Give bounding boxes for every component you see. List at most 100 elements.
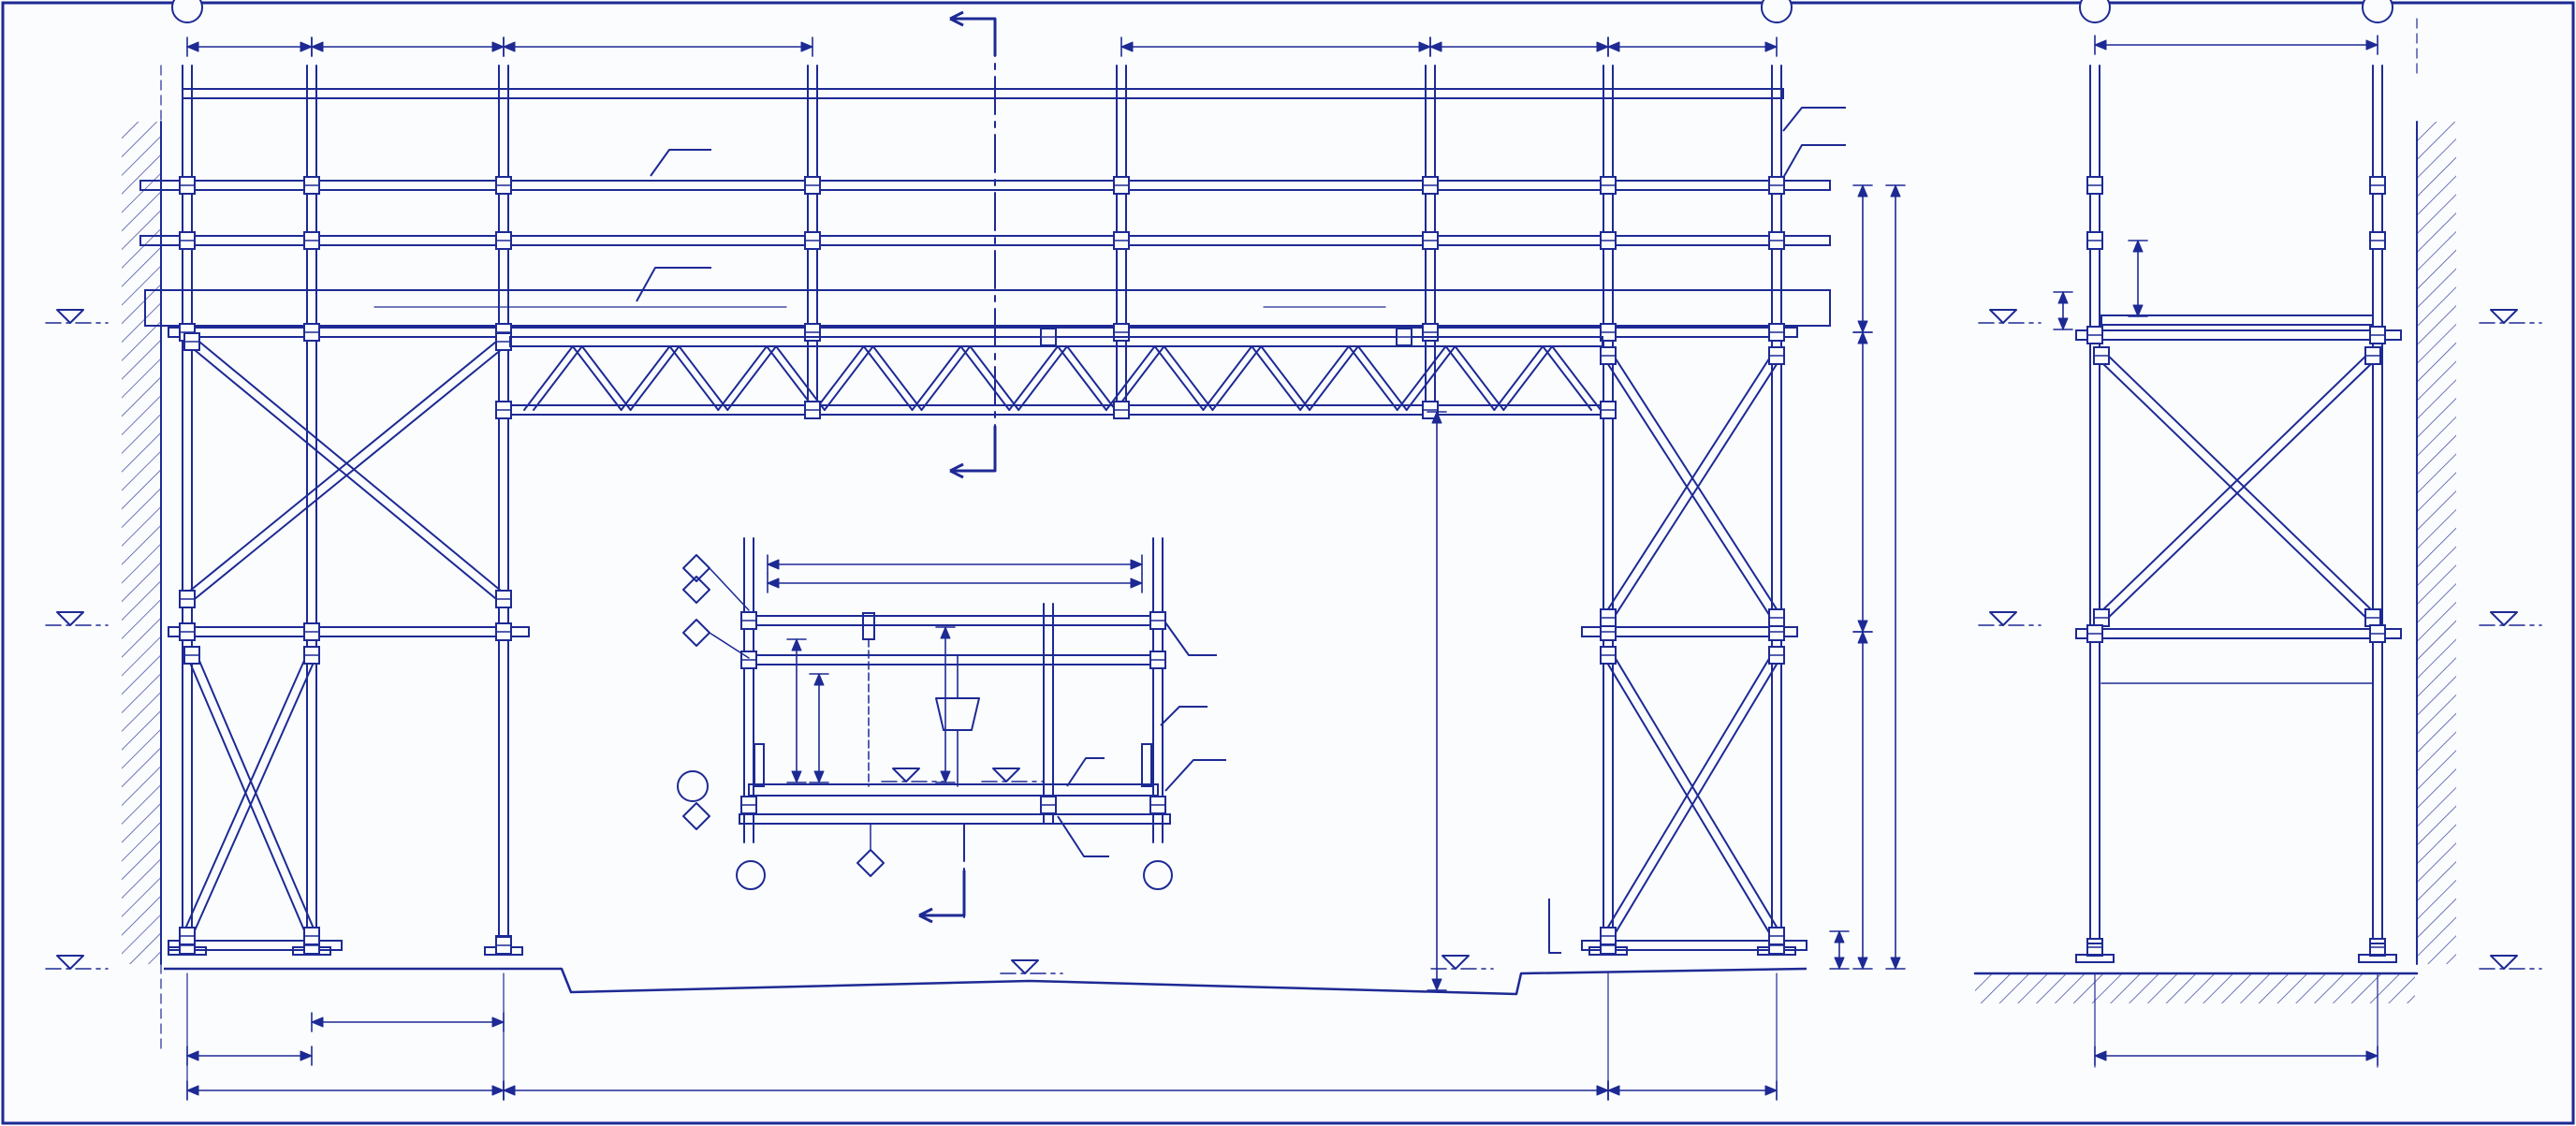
dimension-arrow <box>1431 978 1442 991</box>
truss-web <box>1105 345 1156 411</box>
leader-line <box>1782 144 1846 179</box>
side-brace <box>2097 358 2371 622</box>
diagonal-brace <box>1611 656 1782 940</box>
truss-web <box>871 345 923 411</box>
leader-line <box>650 149 711 177</box>
leader-line <box>1548 899 1561 954</box>
diagonal-brace <box>187 344 502 604</box>
detail-hopper <box>935 697 980 731</box>
diagonal-brace <box>194 337 508 597</box>
guard-rail <box>139 180 1831 191</box>
base-jack <box>2086 943 2103 956</box>
truss-web <box>1057 345 1107 411</box>
section-arrow-head <box>949 462 964 479</box>
dimension-arrow <box>503 1085 516 1096</box>
diagonal-brace <box>189 344 508 604</box>
leader-line <box>1782 107 1846 132</box>
diagonal-brace <box>1611 352 1782 617</box>
truss-web <box>1396 345 1447 411</box>
dimension-arrow <box>767 559 780 570</box>
level-triangle <box>2490 309 2518 324</box>
diagonal-brace <box>183 337 502 597</box>
detail-ledger <box>739 813 1171 825</box>
side-deck-board <box>2100 314 2374 326</box>
dimension-arrow <box>2094 39 2107 51</box>
truss-web <box>1347 345 1398 411</box>
section-arrows <box>918 10 997 924</box>
dimension-arrow <box>1857 957 1868 970</box>
section-arrow-head <box>918 907 933 924</box>
side-elevation-view <box>2053 0 2402 1066</box>
base-jack <box>2369 943 2386 956</box>
deck-ledger <box>168 327 1798 338</box>
truss-web <box>629 345 681 411</box>
dimension-arrow <box>2094 1050 2107 1061</box>
truss-web <box>533 345 583 411</box>
level-triangle <box>56 309 84 324</box>
truss-web <box>911 345 962 411</box>
top-rail <box>182 88 1784 99</box>
dimension-arrow <box>1764 41 1778 52</box>
truss-web <box>1299 345 1350 411</box>
dimension-arrow <box>1607 1085 1620 1096</box>
level-triangle <box>1011 959 1039 974</box>
truss-web <box>823 345 874 411</box>
side-ledger <box>2075 329 2402 341</box>
truss-web <box>1493 345 1544 411</box>
truss-web <box>1356 345 1408 411</box>
truss-web <box>1114 345 1165 411</box>
dimension-arrow <box>311 41 324 52</box>
ledger <box>168 626 530 637</box>
truss-web <box>678 345 729 411</box>
truss-web <box>920 345 972 411</box>
dimension-arrow <box>1429 41 1442 52</box>
dimension-arrow <box>1596 41 1609 52</box>
dimension-arrow <box>940 770 951 783</box>
truss-web <box>571 345 622 411</box>
diagonal-brace <box>1603 357 1774 621</box>
dimension-arrow <box>1764 1085 1778 1096</box>
truss-web <box>1542 345 1592 411</box>
dimension-arrow <box>767 578 780 589</box>
truss-web <box>766 345 816 411</box>
dimension-arrow <box>813 673 825 686</box>
ledger <box>1581 940 1808 951</box>
truss-web <box>1251 345 1302 411</box>
ground-line <box>164 967 2419 996</box>
detail-toe-board <box>1141 743 1152 787</box>
dimension-arrow <box>1890 957 1901 970</box>
level-marks <box>45 309 2542 974</box>
level-triangle <box>892 768 920 782</box>
truss-web <box>1202 345 1253 411</box>
detail-leader <box>1066 757 1105 787</box>
dimension-arrow <box>186 1050 199 1061</box>
truss-web <box>726 345 778 411</box>
truss-web <box>1153 345 1205 411</box>
dimension-arrow <box>1834 957 1845 970</box>
callout-diamond <box>682 576 710 604</box>
detail-leader <box>1164 759 1226 792</box>
detail-leader <box>1160 706 1208 726</box>
detail-section-view <box>677 537 1226 890</box>
grid-bubble <box>736 860 766 890</box>
grid-bubble <box>171 0 203 23</box>
dimension-arrow <box>2057 317 2069 330</box>
detail-ledger <box>743 654 1166 665</box>
dimension-arrow <box>940 626 951 639</box>
dimension-arrow <box>300 41 313 52</box>
truss-web <box>1502 345 1554 411</box>
truss-web <box>620 345 671 411</box>
side-brace <box>2103 351 2378 616</box>
grid-bubble <box>2362 0 2393 23</box>
level-triangle <box>2490 955 2518 970</box>
section-arrow <box>950 17 997 56</box>
truss-web <box>1444 345 1496 411</box>
wall-hatch <box>122 121 2456 1003</box>
elevation-view <box>139 0 1831 956</box>
truss-web <box>1066 345 1117 411</box>
truss-web <box>1163 345 1214 411</box>
diagonal-brace <box>182 651 309 935</box>
dimension-arrow <box>813 770 825 783</box>
dimension-arrow <box>1857 184 1868 197</box>
side-brace <box>2103 358 2378 622</box>
